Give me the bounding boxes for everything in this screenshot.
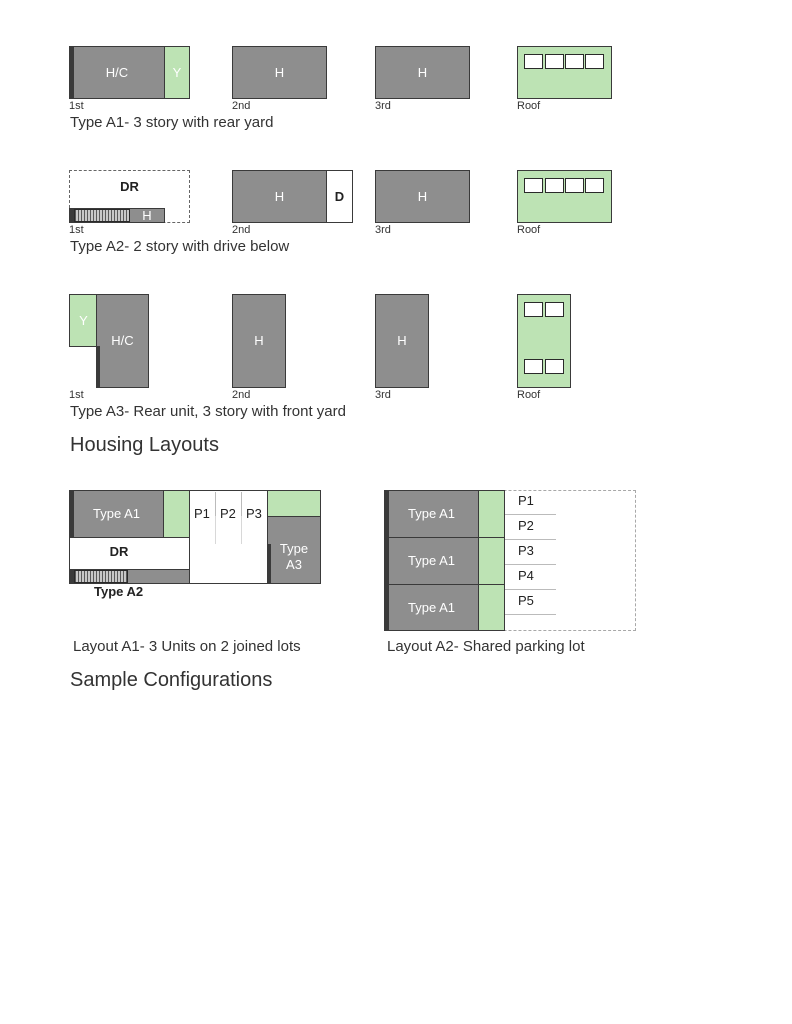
layout-a2-yard-3 xyxy=(478,584,505,631)
a1-1st-label: H/C xyxy=(105,64,129,80)
a2-2nd-deck: D xyxy=(326,170,353,223)
a3-3rd-floor-label: 3rd xyxy=(375,389,391,401)
layout-a1-type-a3-line1: Type xyxy=(279,540,309,556)
layout-a1-type-a2-stairs xyxy=(74,570,128,583)
a3-2nd-floor-label: 2nd xyxy=(232,389,251,401)
layout-a2-parking-p5: P5 xyxy=(518,593,534,608)
a3-roof-label: Roof xyxy=(517,389,541,401)
layout-a1-type-a1-wall xyxy=(69,490,74,538)
layout-a1-type-a3-wall xyxy=(267,544,271,584)
a2-roof-label: Roof xyxy=(517,224,541,236)
layout-a1-type-a2-label: Type A2 xyxy=(94,584,144,599)
layout-a2-parking-p1: P1 xyxy=(518,493,534,508)
type-a2-caption: Type A2- 2 story with drive below xyxy=(70,238,290,255)
layout-a1-parking-divider-1 xyxy=(215,492,216,516)
a1-solar-panel-3 xyxy=(565,54,584,69)
a1-2nd-house: H xyxy=(232,46,327,99)
a3-solar-panel-2 xyxy=(545,302,564,317)
a2-solar-panel-4 xyxy=(585,178,604,193)
layout-a1-type-a1-yard xyxy=(163,490,190,538)
a2-stairs xyxy=(74,209,130,222)
a3-1st-wall xyxy=(96,346,100,388)
a2-3rd-house: H xyxy=(375,170,470,223)
a1-3rd-floor-label: 3rd xyxy=(375,100,391,112)
layout-a1-drive-line xyxy=(189,490,190,584)
a3-front-yard: Y xyxy=(69,294,98,347)
layout-a1-type-a3-line2: A3 xyxy=(286,556,302,572)
a1-1st-house: H/C xyxy=(69,46,165,99)
housing-layouts-heading: Housing Layouts xyxy=(70,434,219,456)
a1-rear-yard: Y xyxy=(164,46,190,99)
a2-1st-wall xyxy=(69,208,74,223)
a1-1st-wall xyxy=(69,46,74,99)
a2-solar-panel-3 xyxy=(565,178,584,193)
a2-2nd-house: H xyxy=(232,170,327,223)
layout-a2-yard-1 xyxy=(478,490,505,538)
a2-1st-h-label: H xyxy=(142,208,152,223)
layout-a1-drive-label: DR xyxy=(109,543,129,559)
a2-1st-floor-label: 1st xyxy=(69,224,84,236)
a3-solar-panel-3 xyxy=(524,359,543,374)
layout-a1-type-a3: Type A3 xyxy=(267,516,321,584)
a1-2nd-floor-label: 2nd xyxy=(232,100,251,112)
layout-a2-parking-line-2 xyxy=(505,539,556,540)
a3-solar-panel-1 xyxy=(524,302,543,317)
a3-solar-panel-4 xyxy=(545,359,564,374)
sample-configurations-heading: Sample Configurations xyxy=(70,669,273,691)
a1-1st-floor-label: 1st xyxy=(69,100,84,112)
layout-a2-parking-line-5 xyxy=(505,614,556,615)
layout-a2-parking-p2: P2 xyxy=(518,518,534,533)
a1-solar-panel-2 xyxy=(545,54,564,69)
layout-a2-parking-line-4 xyxy=(505,589,556,590)
layout-a1-type-a1: Type A1 xyxy=(69,490,164,538)
a1-solar-panel-4 xyxy=(585,54,604,69)
layout-a2-wall xyxy=(384,490,389,631)
a3-2nd-house: H xyxy=(232,294,286,388)
a1-3rd-house: H xyxy=(375,46,470,99)
type-a3-caption: Type A3- Rear unit, 3 story with front y… xyxy=(70,403,346,420)
layout-a2-unit-2: Type A1 xyxy=(384,537,479,585)
layout-a2-unit-1: Type A1 xyxy=(384,490,479,538)
a3-1st-house: H/C xyxy=(96,294,149,388)
layout-a2-caption: Layout A2- Shared parking lot xyxy=(387,638,585,655)
a3-3rd-house: H xyxy=(375,294,429,388)
layout-a2-unit-3: Type A1 xyxy=(384,584,479,631)
a2-drive-label: DR xyxy=(120,178,139,194)
a1-roof-label: Roof xyxy=(517,100,541,112)
layout-a2-parking-line-1 xyxy=(505,514,556,515)
layout-a2-parking-line-3 xyxy=(505,564,556,565)
layout-a2-parking-p4: P4 xyxy=(518,568,534,583)
layout-a1-parking-divider-2b xyxy=(241,516,242,544)
layout-a1-parking-p2: P2 xyxy=(220,506,236,521)
layout-a2-yard-2 xyxy=(478,537,505,585)
layout-a1-caption: Layout A1- 3 Units on 2 joined lots xyxy=(73,638,301,655)
layout-a1-parking-p1: P1 xyxy=(194,506,210,521)
layout-a1-parking-p3: P3 xyxy=(246,506,262,521)
a1-solar-panel-1 xyxy=(524,54,543,69)
a2-3rd-floor-label: 3rd xyxy=(375,224,391,236)
layout-a1-type-a3-yard xyxy=(267,490,321,517)
layout-a1-parking-divider-1b xyxy=(215,516,216,544)
type-a1-caption: Type A1- 3 story with rear yard xyxy=(70,114,274,131)
a2-solar-panel-2 xyxy=(545,178,564,193)
layout-a1-parking-divider-2 xyxy=(241,492,242,516)
a2-solar-panel-1 xyxy=(524,178,543,193)
layout-a2-parking-p3: P3 xyxy=(518,543,534,558)
a2-2nd-floor-label: 2nd xyxy=(232,224,251,236)
layout-a1-type-a2-wall xyxy=(69,569,74,584)
a3-1st-floor-label: 1st xyxy=(69,389,84,401)
